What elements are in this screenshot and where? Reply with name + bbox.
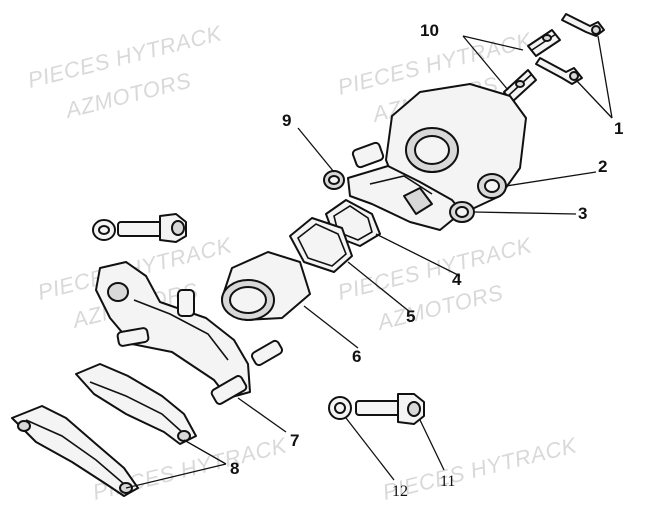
dust-boot-part-5 [289,217,353,273]
piston-part-6 [221,251,311,321]
callout-11: 11 [440,473,455,490]
callout-8: 8 [230,459,239,478]
pin-part-10-upper [527,29,561,57]
mounting-bolt-upper [92,213,187,243]
callout-7: 7 [290,431,299,450]
callout-4: 4 [452,270,462,289]
brake-pad-part-8-lower [11,405,139,497]
callout-3: 3 [578,204,587,223]
callout-5: 5 [406,307,415,326]
mounting-bolt-lower [328,393,425,425]
callout-2: 2 [598,157,607,176]
clip-part-1-upper [561,13,605,37]
callout-10: 10 [420,21,439,40]
brake-pad-part-8-upper [75,363,197,445]
callout-1: 1 [614,119,623,138]
callout-9: 9 [282,111,291,130]
watermark-text: PIECES HYTRACK [25,20,225,93]
clip-part-1-lower [535,57,583,85]
callout-6: 6 [352,347,361,366]
watermark-text: PIECES HYTRACK [380,432,580,505]
caliper-bracket-part-7 [95,261,284,405]
callout-labels: 1 2 3 4 5 6 7 8 9 10 11 12 [230,21,623,500]
leader-lines [125,35,613,489]
callout-12: 12 [392,483,408,500]
caliper-body [323,83,527,231]
